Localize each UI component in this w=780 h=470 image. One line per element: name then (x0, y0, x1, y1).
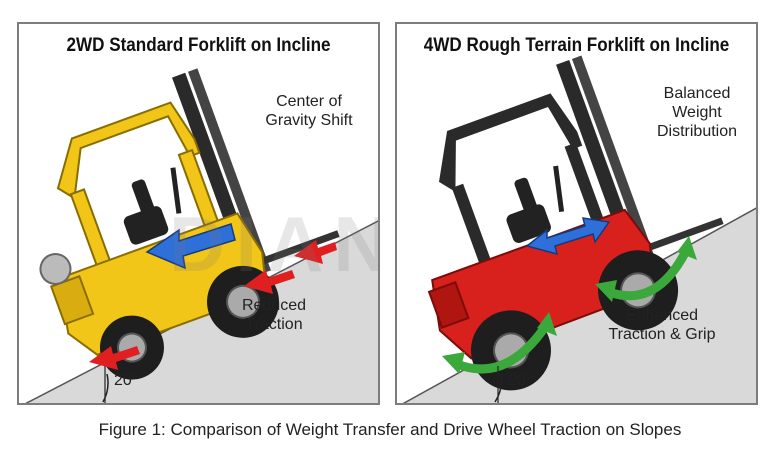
angle-label-left: 20° (114, 372, 139, 389)
traction-arrow-rear (89, 346, 140, 370)
forklift-4wd-icon (427, 55, 724, 391)
angle-arc (494, 373, 503, 403)
panel-4wd: 4WD Rough Terrain Forklift on Incline Ba… (395, 22, 758, 405)
forklift-4wd-illustration (402, 55, 756, 403)
figure-caption: Figure 1: Comparison of Weight Transfer … (98, 420, 682, 439)
weight-balance-arrow (525, 217, 611, 256)
cog-shift-arrow (145, 223, 236, 270)
panel-title-2wd: 2WD Standard Forklift on Incline (66, 35, 331, 56)
traction-arrow-front (244, 270, 295, 294)
traction-arrow-front-2 (294, 240, 337, 264)
panel-2wd: DIANC 2WD Standard Forklift on Incline C… (17, 22, 380, 405)
label-reduced-traction: Reduced Traction (241, 297, 307, 333)
panel-title-4wd: 4WD Rough Terrain Forklift on Incline (423, 35, 730, 56)
label-enhanced-grip: Enhanced Traction & Grip (608, 307, 716, 343)
label-cog-shift: Center of Gravity Shift (265, 93, 353, 129)
angle-arc (102, 373, 109, 403)
grip-arrow-rear (455, 321, 551, 374)
grip-arrow-front (607, 246, 692, 301)
forklift-2wd-illustration (25, 68, 378, 403)
angle-label-right: 20° (508, 372, 533, 389)
forklift-2wd-icon (39, 68, 340, 380)
label-balanced-weight: Balanced Weight Distribution (656, 85, 738, 140)
